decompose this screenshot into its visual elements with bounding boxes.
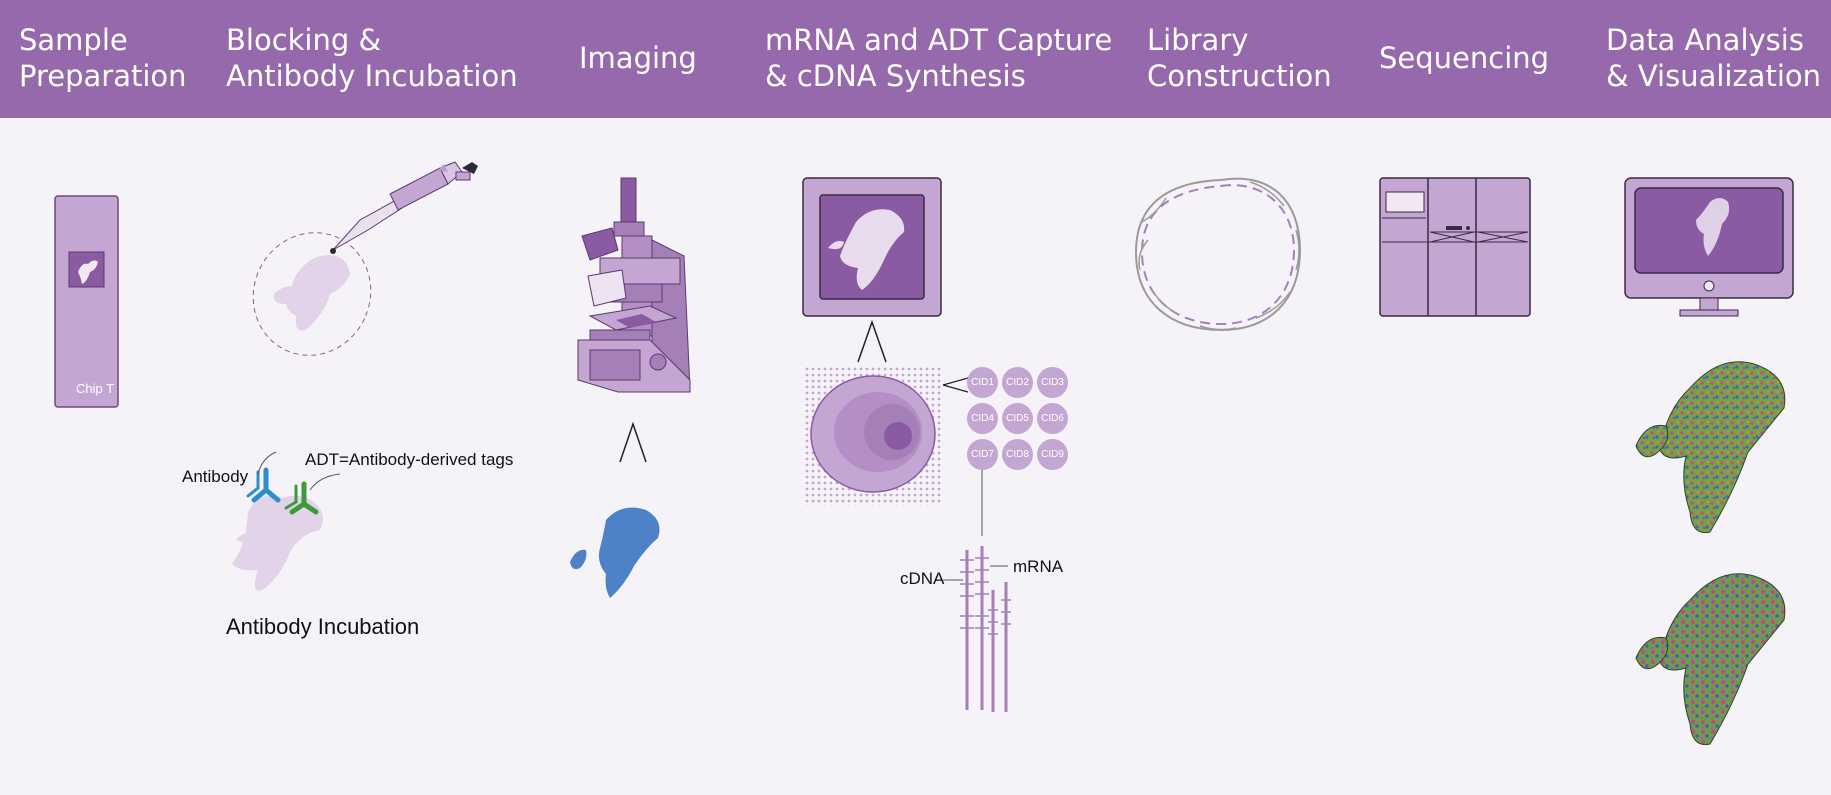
cell-id-bubble: CID3 bbox=[1037, 367, 1068, 398]
mrna-label: mRNA bbox=[1013, 557, 1064, 576]
step-imaging: Imaging bbox=[579, 41, 697, 75]
cell-id-bubble: CID6 bbox=[1037, 403, 1068, 434]
cdna-label: cDNA bbox=[900, 569, 945, 588]
sequencer-icon bbox=[1379, 177, 1531, 317]
cell-id-bubble: CID1 bbox=[967, 367, 998, 398]
monitor-icon bbox=[802, 177, 942, 363]
workflow-header: Sample Preparation Blocking & Antibody I… bbox=[0, 0, 1831, 118]
step-sample-preparation: Sample Preparation bbox=[19, 23, 187, 93]
cdna-strands bbox=[943, 546, 1011, 712]
cell-id-bubble: CID2 bbox=[1002, 367, 1033, 398]
cell-id-bubble: CID7 bbox=[967, 439, 998, 470]
step-sequencing: Sequencing bbox=[1379, 41, 1550, 75]
cell-id-bubble: CID5 bbox=[1002, 403, 1033, 434]
spatial-map-icon bbox=[1635, 361, 1786, 746]
chip-label: Chip T bbox=[76, 381, 115, 396]
antibody-incubation-caption: Antibody Incubation bbox=[226, 614, 420, 639]
cell-icon bbox=[803, 366, 983, 536]
step-blocking-antibody-incubation: Blocking & Antibody Incubation bbox=[226, 23, 518, 93]
step-mrna-adt-capture: mRNA and ADT Capture & cDNA Synthesis bbox=[765, 23, 1113, 93]
pipette-icon bbox=[252, 161, 478, 356]
step-data-analysis: Data Analysis & Visualization bbox=[1606, 23, 1822, 93]
cell-id-bubble: CID8 bbox=[1002, 439, 1033, 470]
antibody-label: Antibody bbox=[182, 467, 249, 486]
slide-chip-icon bbox=[54, 195, 119, 408]
adt-label: ADT=Antibody-derived tags bbox=[305, 450, 514, 469]
dna-circle-icon bbox=[1134, 177, 1302, 332]
cell-id-bubble: CID9 bbox=[1037, 439, 1068, 470]
antibody-icon bbox=[232, 451, 341, 591]
microscope-icon bbox=[570, 177, 691, 598]
step-library-construction: Library Construction bbox=[1147, 23, 1332, 93]
cell-id-bubble: CID4 bbox=[967, 403, 998, 434]
computer-icon bbox=[1624, 177, 1794, 317]
